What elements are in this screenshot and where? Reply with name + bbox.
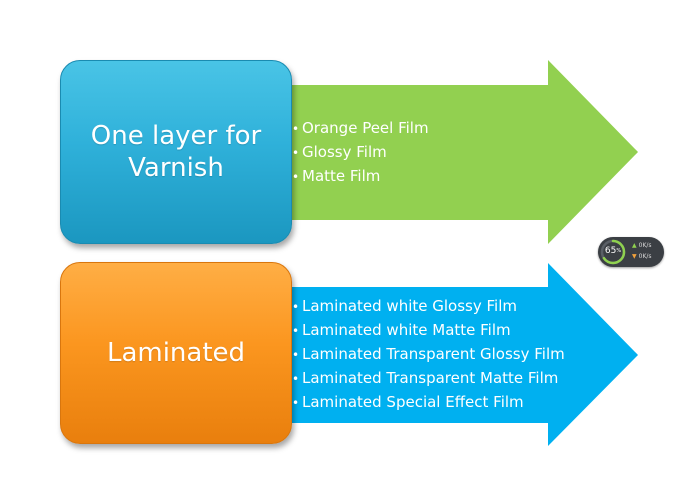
bullet-icon: •: [292, 396, 300, 410]
list-item: •Orange Peel Film: [292, 117, 429, 141]
list-item: •Laminated white Matte Film: [292, 319, 565, 343]
bullet-icon: •: [292, 372, 300, 386]
bullet-icon: •: [292, 324, 300, 338]
list-item-label: Laminated Transparent Matte Film: [302, 369, 559, 387]
list-item-label: Laminated white Matte Film: [302, 321, 511, 339]
bullet-icon: •: [292, 300, 300, 314]
gauge-progress-arc: [600, 239, 626, 265]
list-item-label: Matte Film: [302, 167, 381, 185]
upload-speed: ▲0K/s: [632, 242, 652, 250]
list-item-label: Laminated Transparent Glossy Film: [302, 345, 565, 363]
list-item-label: Laminated white Glossy Film: [302, 297, 517, 315]
list-item: •Laminated Transparent Glossy Film: [292, 343, 565, 367]
laminated-list: •Laminated white Glossy Film •Laminated …: [292, 295, 565, 415]
list-item: •Laminated Special Effect Film: [292, 391, 565, 415]
gauge-ring-icon: [600, 239, 626, 265]
laminated-title: Laminated: [106, 338, 246, 368]
bullet-icon: •: [292, 170, 300, 184]
list-item: •Laminated white Glossy Film: [292, 295, 565, 319]
bullet-icon: •: [292, 146, 300, 160]
gauge-unit: %: [616, 248, 622, 254]
bullet-icon: •: [292, 122, 300, 136]
arrow-down-icon: ▼: [632, 253, 637, 260]
download-speed-value: 0K/s: [638, 253, 652, 260]
bullet-icon: •: [292, 348, 300, 362]
gauge-value: 65: [604, 246, 617, 256]
network-monitor-widget[interactable]: 65% ▲0K/s ▼0K/s: [598, 237, 664, 267]
list-item-label: Laminated Special Effect Film: [302, 393, 524, 411]
list-item-label: Orange Peel Film: [302, 119, 429, 137]
upload-speed-value: 0K/s: [638, 242, 652, 249]
arrow-up-icon: ▲: [632, 242, 637, 249]
varnish-box: One layer for Varnish: [60, 60, 292, 244]
list-item: •Matte Film: [292, 165, 429, 189]
laminated-box: Laminated: [60, 262, 292, 444]
varnish-list: •Orange Peel Film •Glossy Film •Matte Fi…: [292, 117, 429, 189]
gauge-readout: 65%: [600, 245, 626, 257]
list-item: •Laminated Transparent Matte Film: [292, 367, 565, 391]
list-item: •Glossy Film: [292, 141, 429, 165]
download-speed: ▼0K/s: [632, 253, 652, 261]
list-item-label: Glossy Film: [302, 143, 387, 161]
varnish-title: One layer for Varnish: [90, 121, 262, 183]
